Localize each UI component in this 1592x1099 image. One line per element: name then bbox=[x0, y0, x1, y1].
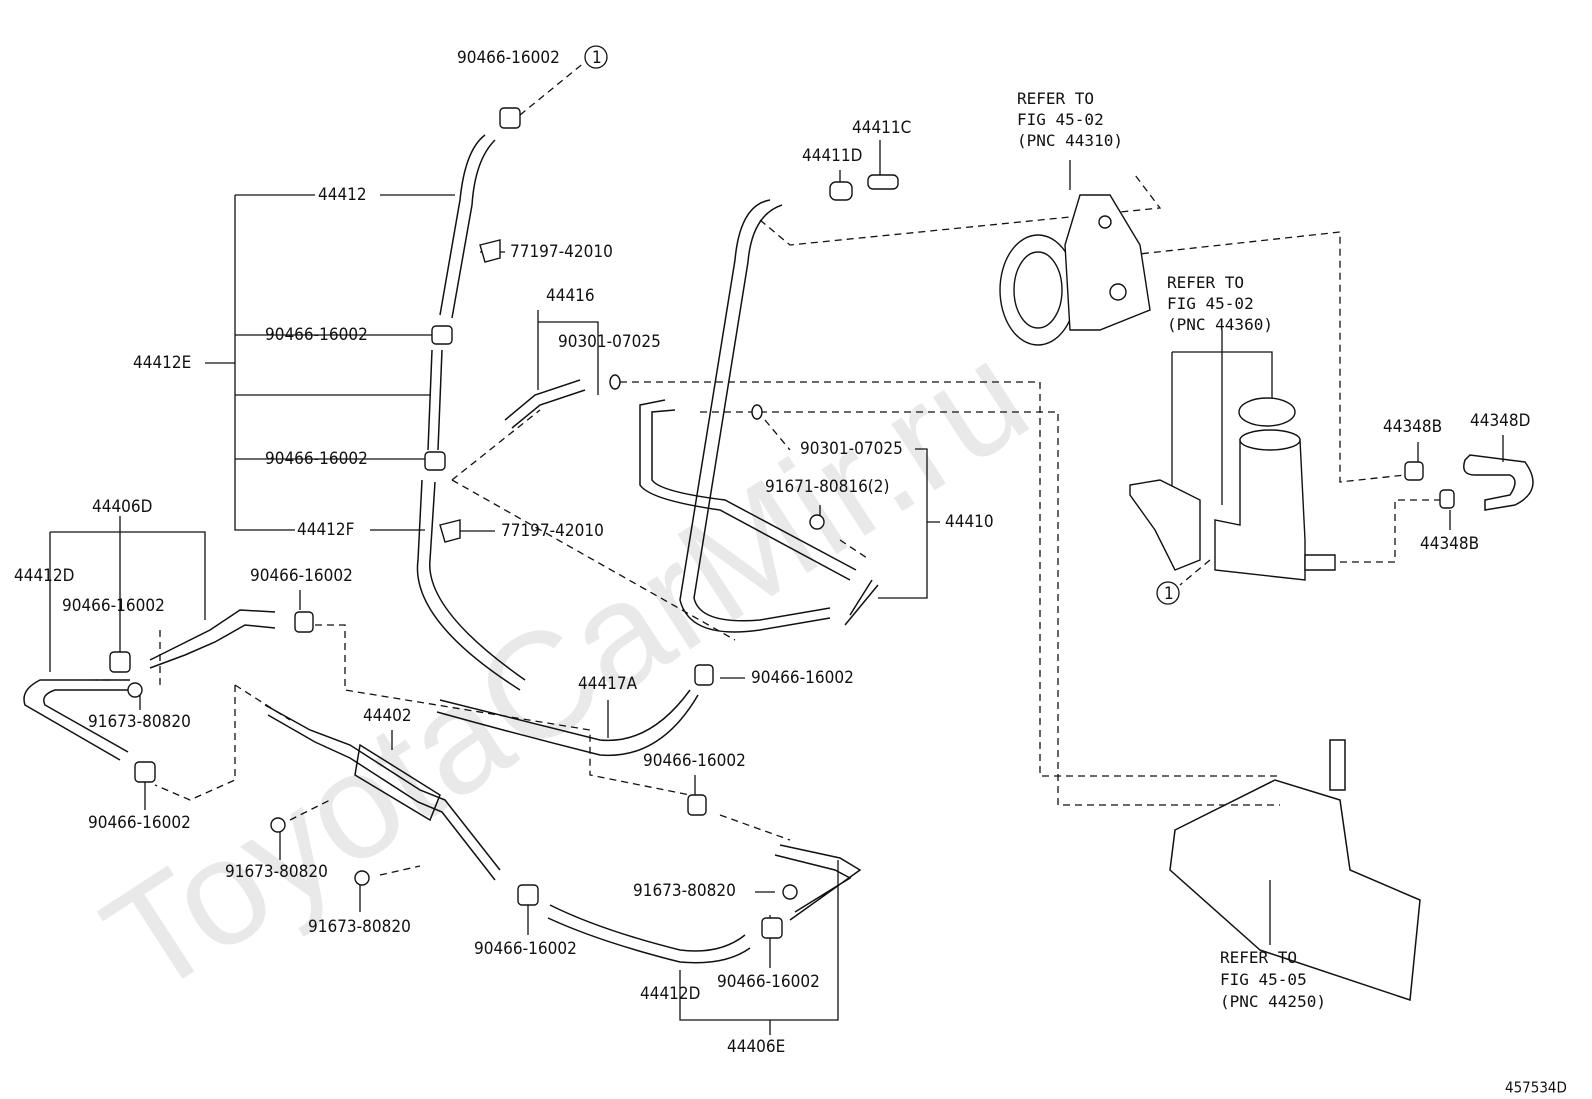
refer-line: (PNC 44310) bbox=[1017, 131, 1123, 150]
part-label: 90466-16002 bbox=[643, 751, 746, 771]
hoses bbox=[23, 134, 1534, 1002]
hose-44412D-lower bbox=[547, 904, 751, 964]
refer-note-reservoir: REFER TO FIG 45-02 (PNC 44360) bbox=[1167, 273, 1273, 334]
part-label: 90466-16002 bbox=[457, 48, 560, 68]
part-label: 44406E bbox=[727, 1037, 785, 1057]
part-label: 44402 bbox=[363, 706, 412, 726]
callout-number: 1 bbox=[1164, 584, 1174, 604]
refer-line: (PNC 44360) bbox=[1167, 315, 1273, 334]
part-label: 44416 bbox=[546, 286, 595, 306]
part-label: 90301-07025 bbox=[800, 439, 903, 459]
steering-gear bbox=[1169, 739, 1421, 1002]
part-label: 90466-16002 bbox=[751, 668, 854, 688]
refer-line: FIG 45-05 bbox=[1220, 970, 1307, 989]
hose-44412F bbox=[416, 479, 526, 691]
part-label: 44411C bbox=[852, 118, 911, 138]
figure-id: 457534D bbox=[1505, 1079, 1567, 1097]
reservoir bbox=[1129, 397, 1455, 581]
refer-line: REFER TO bbox=[1220, 948, 1297, 967]
part-label: 91673-80820 bbox=[88, 712, 191, 732]
refer-line: REFER TO bbox=[1017, 89, 1094, 108]
part-label: 44412D bbox=[14, 566, 74, 586]
refer-note-gear: REFER TO FIG 45-05 (PNC 44250) bbox=[1220, 948, 1326, 1011]
part-label: 90466-16002 bbox=[62, 596, 165, 616]
refer-note-pump: REFER TO FIG 45-02 (PNC 44310) bbox=[1017, 89, 1123, 150]
part-label: 90466-16002 bbox=[88, 813, 191, 833]
part-label: 91671-80816(2) bbox=[765, 477, 889, 497]
callout-1-reservoir: 1 bbox=[1156, 581, 1180, 605]
part-label: 90466-16002 bbox=[265, 449, 368, 469]
hose-44417A bbox=[436, 689, 699, 757]
refer-line: FIG 45-02 bbox=[1017, 110, 1104, 129]
clamps bbox=[109, 107, 899, 939]
part-label: 44412F bbox=[297, 520, 354, 540]
part-label: 44412 bbox=[318, 185, 367, 205]
part-label: 90466-16002 bbox=[265, 325, 368, 345]
leader-lines bbox=[49, 140, 1504, 1035]
watermark: ToyotaCarMir.ru bbox=[76, 309, 1055, 1026]
callout-1-top: 1 bbox=[584, 45, 608, 69]
refer-line: REFER TO bbox=[1167, 273, 1244, 292]
refer-line: (PNC 44250) bbox=[1220, 992, 1326, 1011]
part-label: 44417A bbox=[578, 674, 638, 694]
part-label: 44406D bbox=[92, 497, 152, 517]
part-label: 44412E bbox=[133, 353, 191, 373]
part-label: 90466-16002 bbox=[474, 939, 577, 959]
power-steering-pump bbox=[999, 194, 1151, 346]
part-label: 44348B bbox=[1383, 417, 1442, 437]
part-label: 90466-16002 bbox=[250, 566, 353, 586]
part-label: 90466-16002 bbox=[717, 972, 820, 992]
part-label: 44410 bbox=[945, 512, 994, 532]
refer-line: FIG 45-02 bbox=[1167, 294, 1254, 313]
part-label: 77197-42010 bbox=[510, 242, 613, 262]
part-label: 77197-42010 bbox=[501, 521, 604, 541]
part-label: 44348D bbox=[1470, 411, 1530, 431]
part-label: 44348B bbox=[1420, 534, 1479, 554]
part-label: 44411D bbox=[802, 146, 862, 166]
part-label: 90301-07025 bbox=[558, 332, 661, 352]
part-label: 91673-80820 bbox=[225, 862, 328, 882]
part-label: 44412D bbox=[640, 984, 700, 1004]
part-labels: 90466-16002 44412 77197-42010 44416 9030… bbox=[14, 48, 1530, 1057]
callout-number: 1 bbox=[592, 48, 602, 68]
part-label: 91673-80820 bbox=[633, 881, 736, 901]
hose-44410-high bbox=[679, 199, 831, 633]
part-label: 91673-80820 bbox=[308, 917, 411, 937]
hose-44348D bbox=[1463, 454, 1534, 511]
